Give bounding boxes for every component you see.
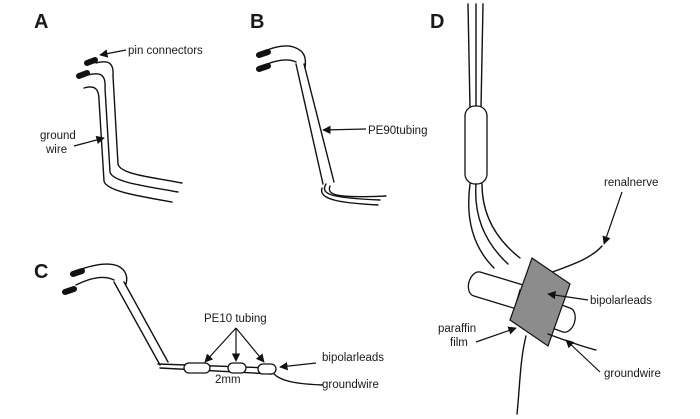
paraffin-film-arrow: [475, 326, 517, 343]
ground-wire-label-line1: ground: [40, 130, 76, 142]
bipolar-leads-arrow: [547, 290, 589, 301]
pe10-tubing-arrow: [204, 327, 237, 363]
pe10-tube-segment: [183, 362, 211, 374]
bipolar-leads-arrow: [279, 361, 317, 371]
ground-wire-arrow: [73, 135, 105, 147]
renal-nerve-label: renalnerve: [604, 177, 658, 189]
panel-b-assembly: [256, 45, 387, 206]
panel-c-letter: C: [34, 261, 48, 283]
pe10-tubing-label: PE10 tubing: [204, 313, 267, 325]
bipolar-leads-label: bipolarleads: [322, 352, 384, 364]
panel-d-letter: D: [430, 11, 444, 33]
pe90-tubing-label: PE90tubing: [368, 125, 427, 137]
pin-connector-plug: [256, 63, 271, 72]
panel-a-letter: A: [34, 11, 48, 33]
pe10-tube-segment: [227, 362, 247, 374]
bipolar-leads-label: bipolarleads: [590, 295, 652, 307]
gap-2mm-label: 2mm: [215, 374, 241, 386]
panel-d: D renalnerve bipolarleads paraffin film …: [430, 3, 661, 415]
pin-connectors-arrow: [99, 49, 127, 58]
panel-b: B PE90tubing: [250, 11, 427, 206]
paraffin-film-patch: [509, 257, 571, 347]
panel-a-wires: [76, 57, 183, 203]
ground-wire-label-line2: wire: [45, 144, 67, 156]
pin-connector-plug: [62, 286, 77, 295]
pin-connector-plug: [76, 70, 90, 79]
panel-a: A pin connectors ground wire: [34, 11, 203, 203]
panel-d-assembly: [464, 3, 603, 415]
pin-connector-plug: [256, 49, 271, 58]
panel-c-assembly: [62, 263, 323, 386]
pin-connectors-label: pin connectors: [128, 45, 203, 57]
renal-nerve-arrow: [602, 191, 623, 245]
pe90-tubing-arrow: [322, 125, 367, 135]
pin-connector-plug: [70, 268, 85, 277]
panel-c: C PE10 tubing 2mm bipolarleads groundwir…: [34, 261, 384, 391]
pe10-tubing-arrow: [235, 327, 265, 363]
ground-wire-arrow: [565, 339, 601, 373]
panel-b-letter: B: [250, 11, 264, 33]
paraffin-film-label-line2: film: [450, 337, 468, 349]
pe90-tubing-segment: [464, 105, 488, 185]
ground-wire-label: groundwire: [322, 379, 379, 391]
paraffin-film-label-line1: paraffin: [438, 323, 476, 335]
pin-connector-plug: [84, 57, 98, 66]
ground-wire-label: groundwire: [604, 368, 661, 380]
pe10-tube-segment: [257, 363, 277, 375]
